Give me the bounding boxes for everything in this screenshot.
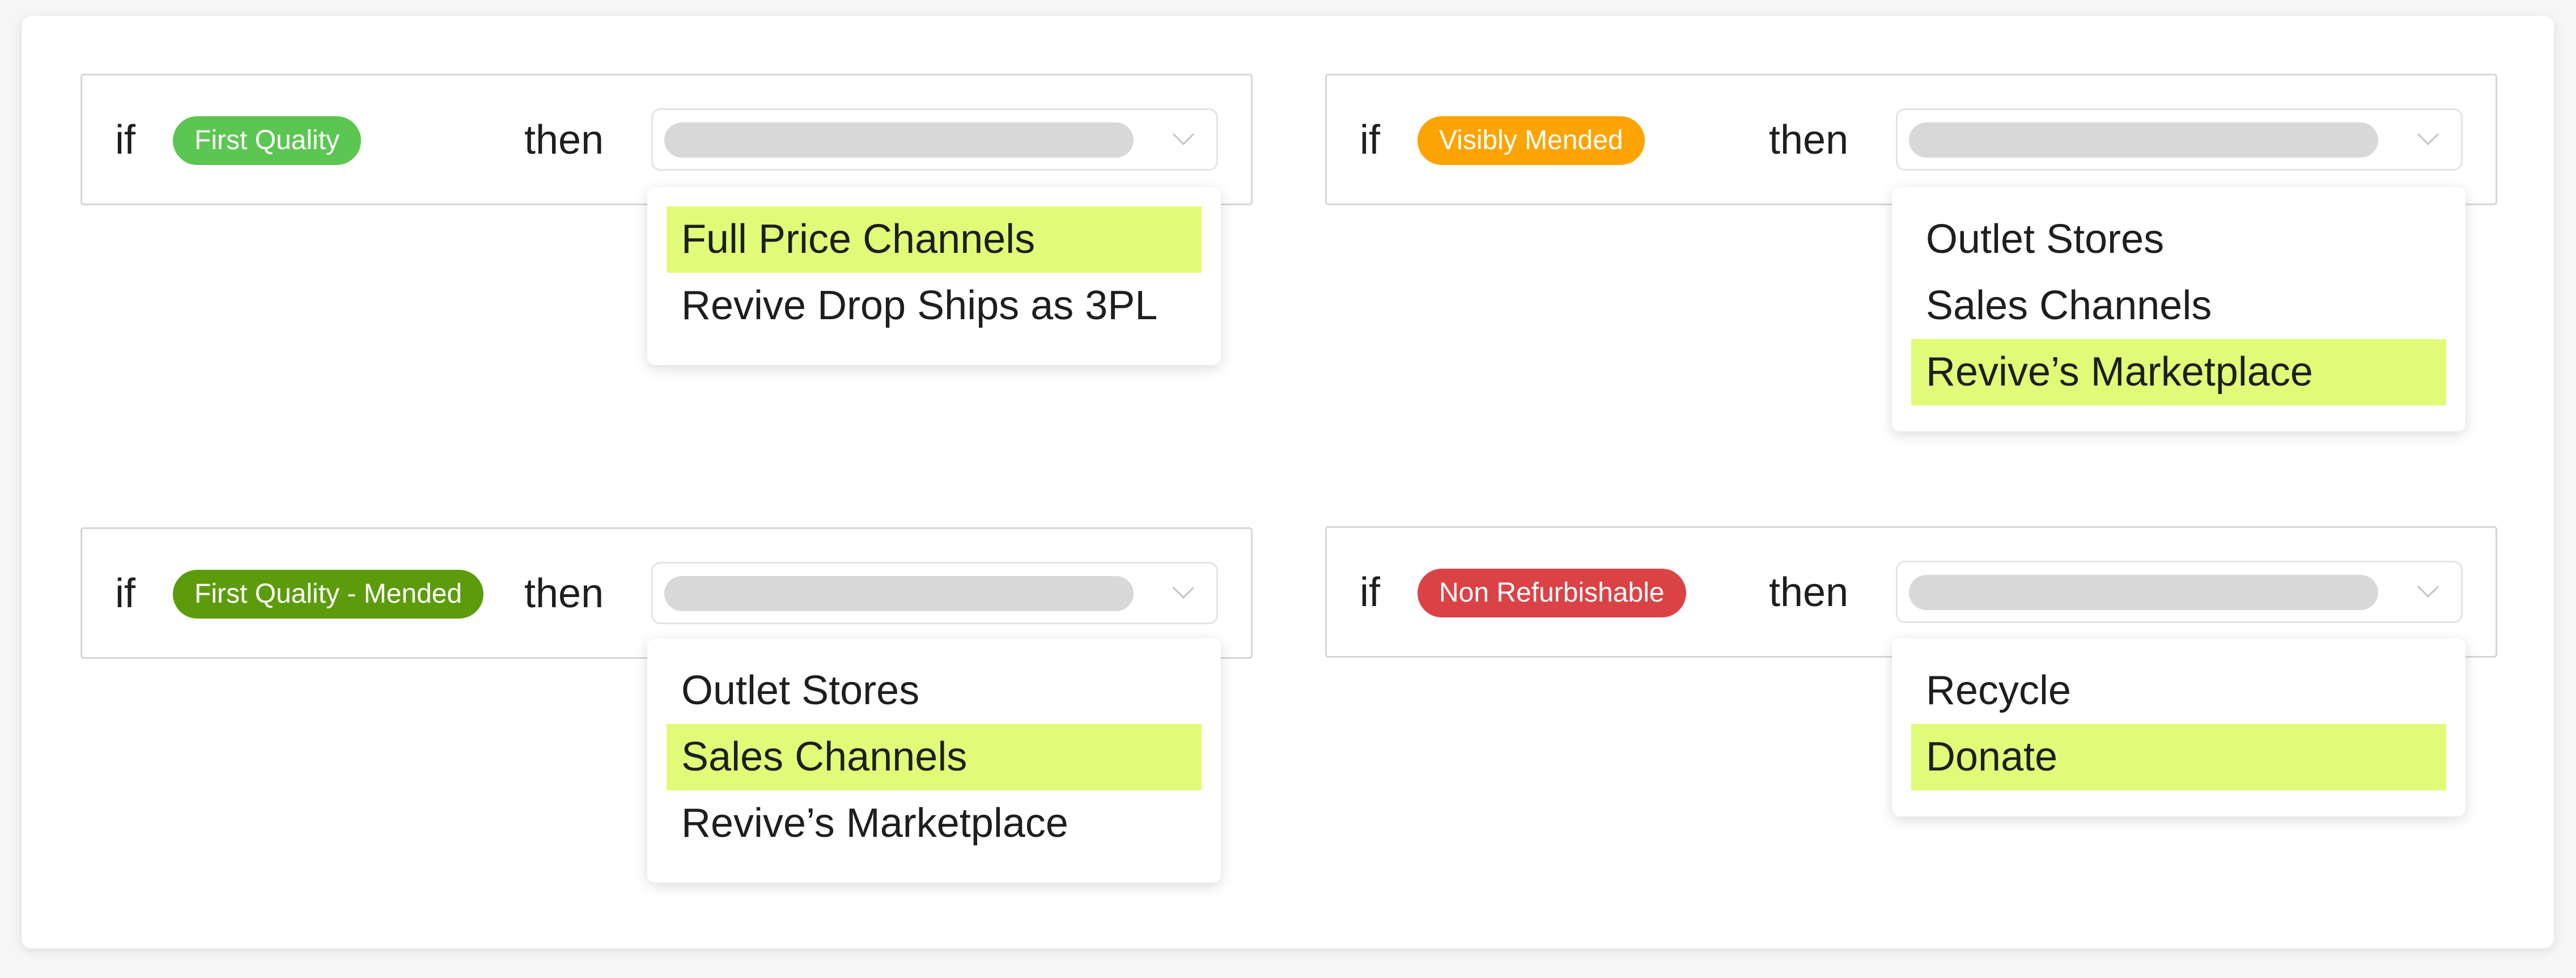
select-value-placeholder	[1909, 575, 2378, 610]
menu-option[interactable]: Revive’s Marketplace	[681, 801, 1068, 846]
menu-option[interactable]: Sales Channels	[1926, 283, 2212, 328]
select-value-placeholder	[664, 122, 1134, 158]
menu-option[interactable]: Sales Channels	[667, 724, 1202, 790]
menu-option[interactable]: Revive’s Marketplace	[1911, 339, 2446, 405]
menu-option[interactable]: Donate	[1911, 724, 2446, 790]
menu-option[interactable]: Full Price Channels	[667, 206, 1202, 273]
condition-badge-visibly-mended: Visibly Mended	[1418, 116, 1645, 165]
menu-option[interactable]: Outlet Stores	[681, 668, 920, 713]
rule-non-refurbishable: if Non Refurbishable then	[1325, 526, 2497, 658]
if-label: if	[1360, 570, 1380, 615]
dropdown-menu-first-quality: Full Price Channels Revive Drop Ships as…	[647, 187, 1221, 365]
chevron-down-icon	[2417, 585, 2439, 598]
chevron-down-icon	[1172, 133, 1195, 146]
chevron-down-icon	[1172, 586, 1195, 599]
menu-option[interactable]: Recycle	[1926, 668, 2072, 713]
then-label: then	[1769, 117, 1849, 163]
if-label: if	[1360, 117, 1380, 163]
select-value-placeholder	[664, 576, 1134, 611]
menu-option[interactable]: Revive Drop Ships as 3PL	[681, 283, 1158, 328]
rules-card: if First Quality then Full Price Channel…	[22, 16, 2554, 949]
then-label: then	[524, 571, 604, 616]
rule-first-quality-mended: if First Quality - Mended then	[80, 527, 1253, 659]
dropdown-menu-first-quality-mended: Outlet Stores Sales Channels Revive’s Ma…	[647, 638, 1221, 883]
then-label: then	[1769, 570, 1849, 615]
if-label: if	[115, 571, 135, 616]
dropdown-menu-visibly-mended: Outlet Stores Sales Channels Revive’s Ma…	[1892, 187, 2465, 431]
then-label: then	[524, 117, 604, 163]
condition-badge-first-quality: First Quality	[173, 116, 362, 165]
destination-select[interactable]	[651, 108, 1218, 171]
rule-visibly-mended: if Visibly Mended then	[1325, 74, 2497, 205]
dropdown-menu-non-refurbishable: Recycle Donate	[1892, 638, 2465, 816]
chevron-down-icon	[2417, 133, 2439, 146]
destination-select[interactable]	[1896, 108, 2463, 171]
select-value-placeholder	[1909, 122, 2378, 158]
condition-badge-first-quality-mended: First Quality - Mended	[173, 570, 484, 619]
menu-option[interactable]: Outlet Stores	[1926, 217, 2165, 262]
if-label: if	[115, 117, 135, 163]
destination-select[interactable]	[1896, 561, 2463, 623]
condition-badge-non-refurbishable: Non Refurbishable	[1418, 569, 1686, 617]
rule-first-quality: if First Quality then	[80, 74, 1253, 205]
destination-select[interactable]	[651, 562, 1218, 624]
